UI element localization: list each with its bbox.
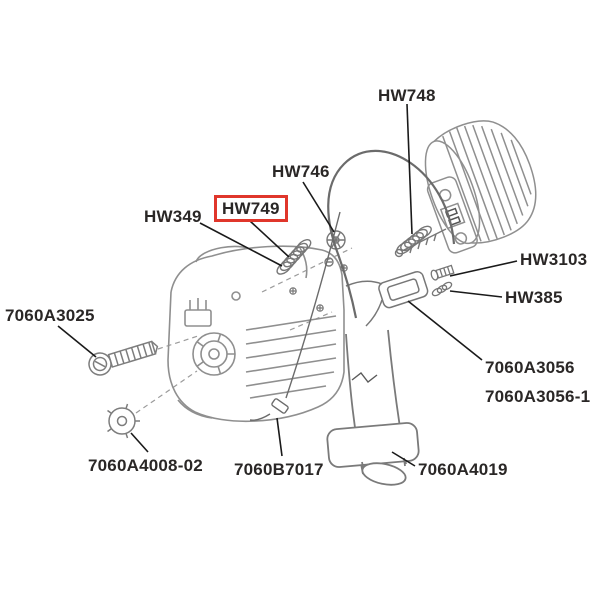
leader-7060a3056 [407, 300, 483, 361]
leader-hw3103 [449, 260, 518, 277]
leader-7060a3025 [57, 325, 97, 358]
hose [326, 329, 420, 486]
leader-hw748 [406, 103, 413, 235]
part-label-hw749-highlighted[interactable]: HW749 [214, 195, 288, 222]
part-label-hw349[interactable]: HW349 [144, 207, 202, 226]
screw-hw3103 [430, 264, 455, 281]
lead-wire-connector [249, 398, 289, 421]
leader-lines [57, 103, 518, 467]
part-label-hw385[interactable]: HW385 [505, 288, 563, 307]
adjuster-knob [192, 332, 236, 376]
screw-7060a3025 [88, 340, 159, 376]
part-label-7060a3025[interactable]: 7060A3025 [5, 306, 95, 325]
leader-7060a4008 [130, 432, 149, 453]
part-label-hw3103[interactable]: HW3103 [520, 250, 588, 269]
assembly-axes [135, 247, 353, 414]
leader-7060a4019 [391, 451, 416, 467]
part-label-hw746[interactable]: HW746 [272, 162, 330, 181]
spring-center [276, 239, 312, 275]
leader-7060b7017 [276, 417, 283, 457]
main-housing [167, 245, 345, 423]
part-label-7060a3056-1[interactable]: 7060A3056-1 [485, 387, 591, 406]
leader-hw749 [249, 220, 290, 258]
part-label-7060a4019[interactable]: 7060A4019 [418, 460, 508, 479]
switch-block [345, 270, 429, 327]
spring-motor [396, 225, 432, 255]
impeller-7060a4008 [107, 403, 140, 439]
part-label-7060a4008-02[interactable]: 7060A4008-02 [88, 456, 203, 475]
part-label-7060b7017[interactable]: 7060B7017 [234, 460, 324, 479]
leader-hw349 [199, 222, 283, 267]
small-fasteners [289, 264, 348, 312]
spring-hw385 [431, 281, 453, 297]
part-label-7060a3056[interactable]: 7060A3056 [485, 358, 575, 377]
part-label-hw748[interactable]: HW748 [378, 86, 436, 105]
blower-wheel [424, 120, 537, 245]
leader-hw746 [302, 181, 335, 233]
power-cable [285, 149, 456, 399]
leader-hw385 [449, 290, 503, 298]
